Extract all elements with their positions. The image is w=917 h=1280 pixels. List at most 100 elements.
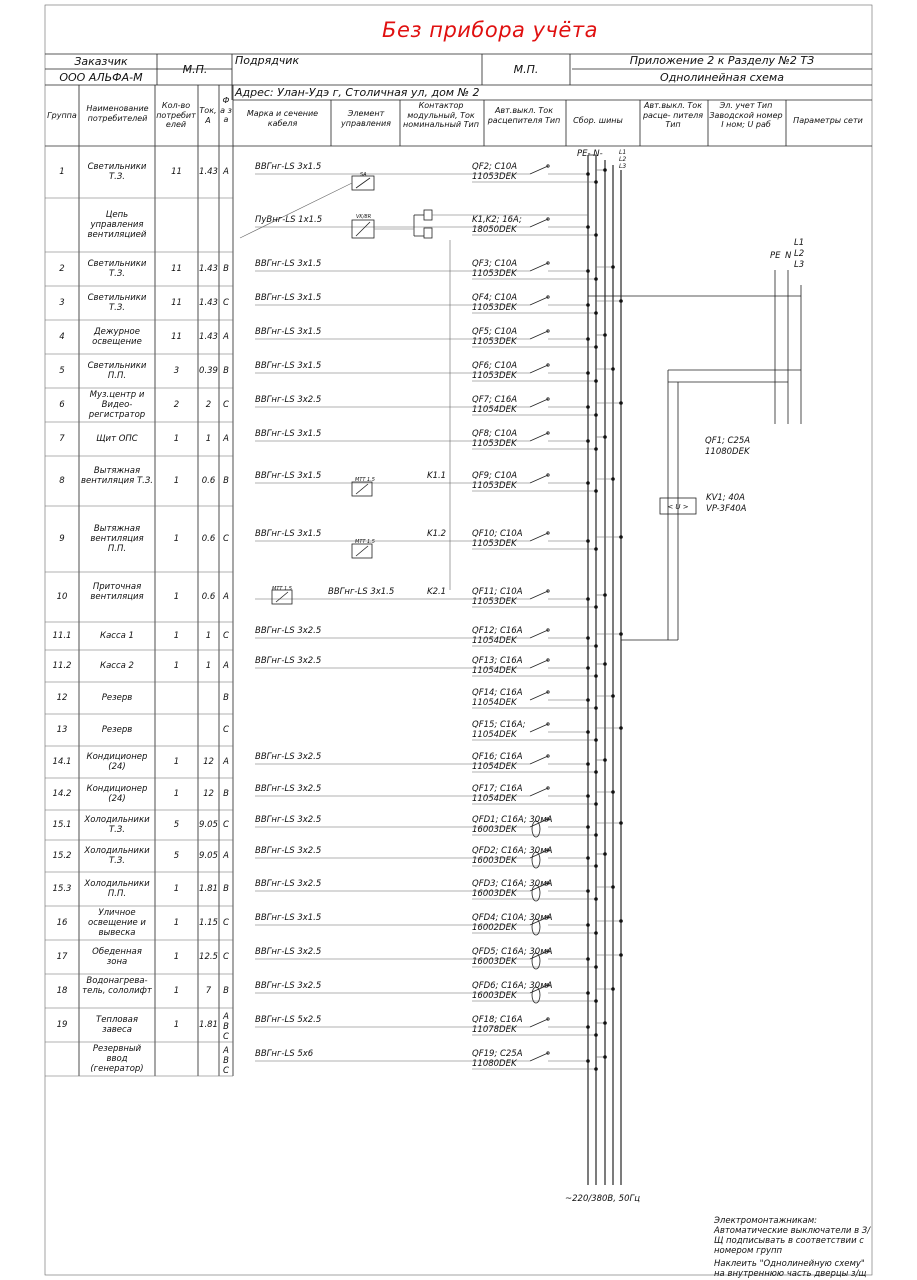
row-contact: K1.2 bbox=[427, 529, 447, 539]
row-current: 2 bbox=[205, 400, 212, 410]
breaker-dot bbox=[546, 589, 550, 593]
row-group: 11.1 bbox=[52, 631, 72, 641]
row-breaker: QF6; C10A bbox=[472, 361, 518, 371]
row-name: Резервный ввод (генератор) bbox=[90, 1044, 144, 1074]
row-phase: C bbox=[223, 918, 229, 928]
sheet-frame bbox=[44, 4, 873, 1276]
row-name: Касса 2 bbox=[100, 661, 134, 671]
col-qty: Кол-во потребит елей bbox=[156, 101, 196, 129]
row-name: Щит ОПС bbox=[96, 434, 138, 444]
row-name: Резерв bbox=[101, 693, 133, 703]
phase-tap bbox=[619, 632, 623, 636]
busbar-tap bbox=[594, 345, 598, 349]
row-qty: 1 bbox=[173, 631, 180, 641]
breaker-contact bbox=[529, 590, 549, 600]
breaker-dot bbox=[546, 754, 550, 758]
row-phase: B bbox=[223, 1056, 229, 1066]
breaker-contact bbox=[529, 432, 549, 442]
phase-tap bbox=[611, 265, 615, 269]
busbar-tap bbox=[586, 597, 590, 601]
row-current: 1 bbox=[205, 434, 212, 444]
row-name: Обеденная зона bbox=[92, 947, 142, 967]
row-cable: ВВГнг-LS 3х2.5 bbox=[255, 752, 322, 762]
row-breaker-type: 11053DEK bbox=[472, 172, 517, 182]
row-phase: A bbox=[223, 757, 229, 767]
busbar-tap bbox=[586, 172, 590, 176]
row-group: 4 bbox=[59, 332, 65, 342]
phase-tap bbox=[611, 694, 615, 698]
row-current: 1.81 bbox=[199, 1020, 218, 1030]
breaker-dot bbox=[546, 329, 550, 333]
breaker-contact bbox=[529, 1052, 549, 1062]
row-qty: 1 bbox=[173, 661, 180, 671]
row-breaker: QFD1; C16A; 30мА bbox=[472, 815, 553, 825]
row-breaker: QF7; C16A bbox=[472, 395, 518, 405]
row-phase: B bbox=[223, 1022, 229, 1032]
row-current: 0.6 bbox=[201, 476, 216, 486]
row-current: 1 bbox=[205, 661, 212, 671]
busbar-tap bbox=[586, 1059, 590, 1063]
contactor-coil-2 bbox=[423, 227, 433, 239]
row-group: 15.3 bbox=[52, 884, 72, 894]
busbar-tap bbox=[594, 965, 598, 969]
row-group: 6 bbox=[59, 400, 65, 410]
breaker-dot bbox=[546, 431, 550, 435]
busbar-tap bbox=[586, 856, 590, 860]
page-title: Без прибора учёта bbox=[382, 18, 598, 42]
phase-tap bbox=[603, 1055, 607, 1059]
row-qty: 1 bbox=[173, 757, 180, 767]
row-name: Муз.центр и Видео- регистратор bbox=[88, 390, 146, 420]
row-qty: 1 bbox=[173, 952, 180, 962]
phase-tap bbox=[611, 367, 615, 371]
row-phase: C bbox=[223, 820, 229, 830]
phase-tap bbox=[619, 953, 623, 957]
breaker-dot bbox=[546, 1051, 550, 1055]
busbar-tap bbox=[594, 547, 598, 551]
row-qty: 1 bbox=[173, 986, 180, 996]
row-phase: C bbox=[223, 1066, 229, 1076]
row-breaker: QF5; C10A bbox=[472, 327, 518, 337]
vk-label: VK/8R bbox=[356, 214, 372, 220]
row-breaker-type: 16003DEK bbox=[472, 889, 517, 899]
row-phase: A bbox=[223, 661, 229, 671]
busbar-tap bbox=[586, 889, 590, 893]
col-breaker2: Авт.выкл. Ток расце- пителя Тип bbox=[642, 101, 704, 129]
qf1-label: QF1; C25A bbox=[705, 436, 751, 446]
breaker-contact bbox=[529, 398, 549, 408]
kv1-label: KV1; 40A bbox=[706, 493, 745, 503]
row-name: Кондиционер (24) bbox=[86, 784, 148, 804]
breaker-contact bbox=[529, 296, 549, 306]
row-group: 12 bbox=[56, 693, 68, 703]
row-phase: A bbox=[223, 851, 229, 861]
busbar-tap bbox=[594, 413, 598, 417]
row-name: Холодильники Т.З. bbox=[84, 815, 150, 835]
row-breaker-type: 11054DEK bbox=[472, 666, 517, 676]
busbar-tap bbox=[586, 730, 590, 734]
row-breaker: QF15; C16A; bbox=[472, 720, 526, 730]
phase-tap bbox=[603, 1021, 607, 1025]
row-cable: ВВГнг-LS 3х2.5 bbox=[255, 784, 322, 794]
col-phase: Ф а з а bbox=[220, 96, 232, 124]
rcd-symbol bbox=[531, 918, 541, 936]
breaker-contact bbox=[529, 629, 549, 639]
row-name: Светильники Т.З. bbox=[87, 293, 147, 313]
row-breaker: QF9; C10A bbox=[472, 471, 518, 481]
phase-tap bbox=[603, 758, 607, 762]
ventilation-switch bbox=[271, 589, 293, 605]
row-current: 9.05 bbox=[199, 851, 218, 861]
sa-feed bbox=[239, 182, 353, 239]
phase-tap bbox=[619, 821, 623, 825]
row-breaker: QF10; C10A bbox=[472, 529, 523, 539]
ventilation-switch-contact bbox=[275, 591, 289, 603]
busbar-tap bbox=[594, 802, 598, 806]
row-qty: 1 bbox=[173, 434, 180, 444]
row-qty: 11 bbox=[171, 298, 182, 308]
busbar-tap bbox=[586, 539, 590, 543]
row-phase: A bbox=[223, 167, 229, 177]
n-right-label: N bbox=[785, 251, 792, 261]
row-qty: 5 bbox=[173, 820, 180, 830]
row-breaker-type: 11054DEK bbox=[472, 730, 517, 740]
row-current: 0.39 bbox=[199, 366, 218, 376]
row-phase: C bbox=[223, 952, 229, 962]
l3-right-label: L3 bbox=[794, 260, 805, 270]
